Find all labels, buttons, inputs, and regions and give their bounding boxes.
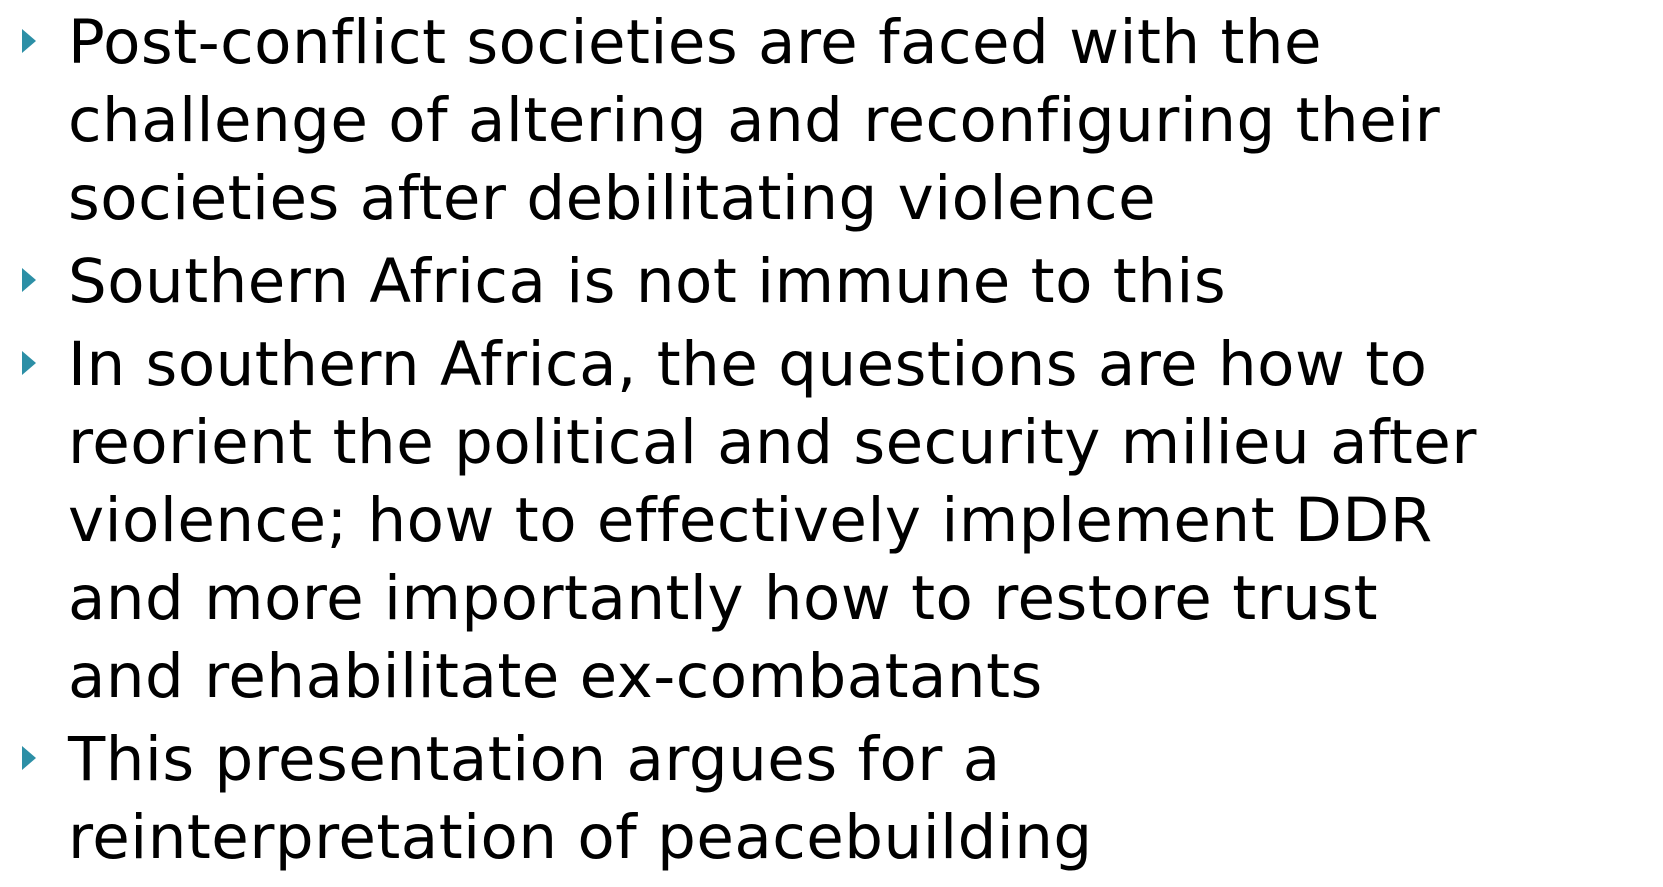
bullet-item: This presentation argues for a reinterpr… (20, 721, 1660, 877)
bullet-text-line: Post-conflict societies are faced with t… (68, 7, 1323, 78)
bullet-item: Southern Africa is not immune to this (20, 243, 1660, 321)
bullet-text-line: reorient the political and security mili… (68, 407, 1477, 478)
bullet-text-line: This presentation argues for a (68, 724, 1001, 795)
triangle-bullet-icon (22, 29, 36, 53)
bullet-text-line: reinterpretation of peacebuilding (68, 802, 1093, 873)
triangle-bullet-icon (22, 351, 36, 375)
bullet-text-line: and rehabilitate ex-combatants (68, 641, 1043, 712)
bullet-text-line: Southern Africa is not immune to this (68, 246, 1227, 317)
bullet-text-line: and more importantly how to restore trus… (68, 563, 1379, 634)
bullet-text-line: challenge of altering and reconfiguring … (68, 85, 1441, 156)
bullet-item: In southern Africa, the questions are ho… (20, 326, 1660, 716)
bullet-list: Post-conflict societies are faced with t… (20, 4, 1660, 882)
bullet-item: Post-conflict societies are faced with t… (20, 4, 1660, 238)
bullet-text-line: societies after debilitating violence (68, 163, 1157, 234)
bullet-text-line: In southern Africa, the questions are ho… (68, 329, 1428, 400)
triangle-bullet-icon (22, 746, 36, 770)
triangle-bullet-icon (22, 268, 36, 292)
bullet-text-line: violence; how to effectively implement D… (68, 485, 1433, 556)
